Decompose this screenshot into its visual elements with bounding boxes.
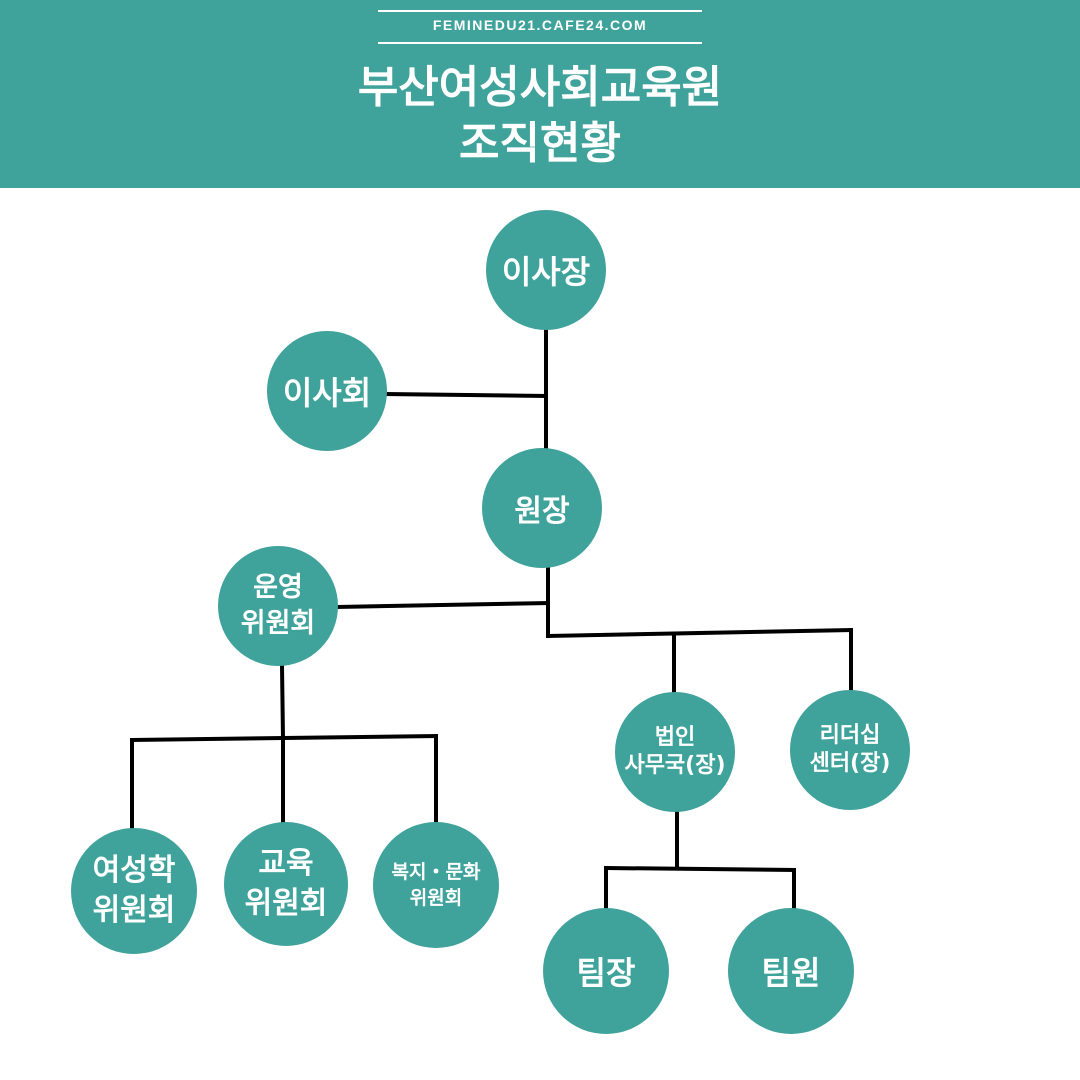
top-divider bbox=[378, 10, 702, 12]
connector-board bbox=[382, 391, 549, 399]
node-leadership-center: 리더십 센터(장) bbox=[790, 690, 910, 810]
node-welfare-culture-committee: 복지・문화 위원회 bbox=[373, 822, 499, 948]
connector-operating-committee bbox=[334, 600, 551, 610]
node-operating-committee: 운영 위원회 bbox=[218, 546, 338, 666]
connector-committee-down bbox=[279, 663, 286, 741]
page-title: 부산여성사회교육원 bbox=[357, 62, 723, 113]
node-board: 이사회 bbox=[267, 331, 387, 451]
node-chairman: 이사장 bbox=[486, 210, 606, 330]
node-team-member: 팀원 bbox=[728, 908, 854, 1034]
node-womens-studies-committee: 여성학 위원회 bbox=[71, 828, 197, 954]
node-education-committee: 교육 위원회 bbox=[224, 822, 348, 946]
bottom-divider bbox=[378, 42, 702, 44]
node-team-leader: 팀장 bbox=[543, 908, 669, 1034]
header-banner: FEMINEDU21.CAFE24.COM 부산여성사회교육원 조직현황 bbox=[0, 0, 1080, 188]
node-corporate-office: 법인 사무국(장) bbox=[615, 692, 735, 812]
node-director: 원장 bbox=[482, 448, 602, 568]
connector-teams-branch bbox=[603, 865, 797, 873]
site-url[interactable]: FEMINEDU21.CAFE24.COM bbox=[432, 17, 648, 33]
page-subtitle: 조직현황 bbox=[459, 118, 621, 169]
connector-right-branch bbox=[545, 627, 854, 639]
